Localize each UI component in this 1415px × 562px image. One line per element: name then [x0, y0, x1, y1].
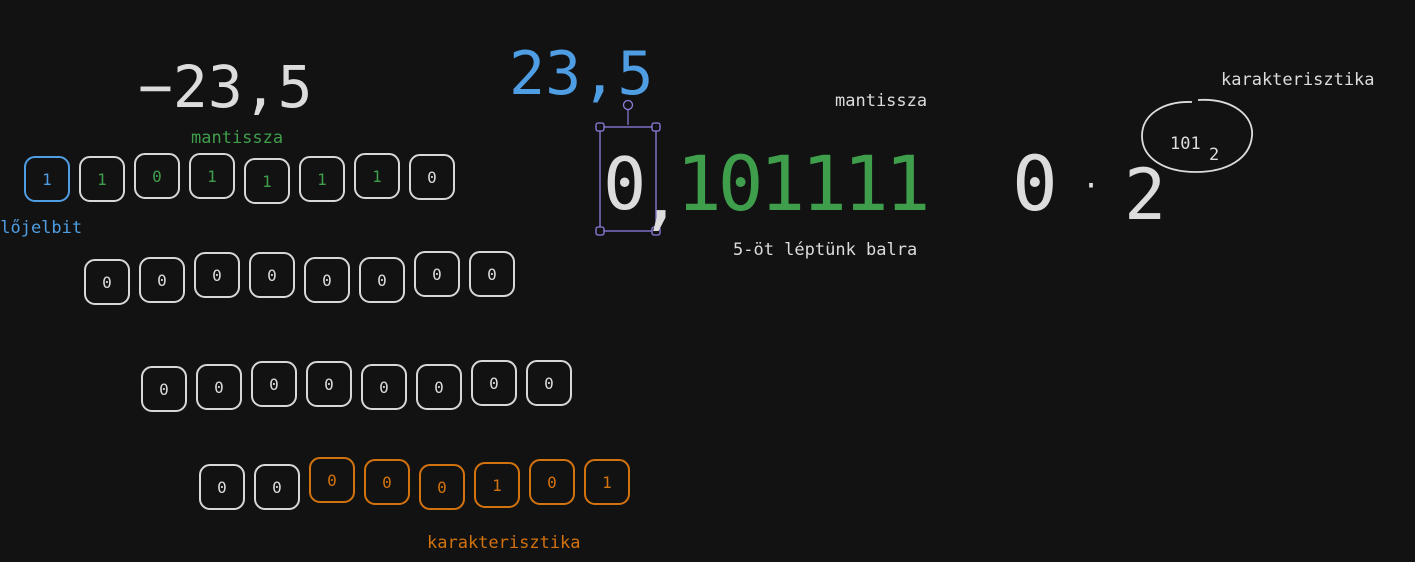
bit-box: 0	[194, 252, 240, 298]
bit-box: 1	[24, 156, 70, 202]
exponent-subscript: 2	[1209, 145, 1220, 165]
comma: ,	[639, 154, 683, 238]
integer-part: 0	[603, 142, 647, 226]
trailing-digit: 0	[1012, 139, 1058, 228]
bit-box: 0	[359, 257, 405, 303]
bit-box: 1	[474, 462, 520, 508]
bit-box: 0	[306, 361, 352, 407]
selection-box[interactable]	[595, 98, 665, 236]
bit-box: 0	[416, 364, 462, 410]
mantissa-digits: 101111	[676, 139, 931, 228]
bit-box: 1	[299, 156, 345, 202]
bit-box: 0	[304, 257, 350, 303]
bit-box: 0	[526, 360, 572, 406]
negative-number-title: −23,5	[138, 53, 313, 121]
bit-box: 0	[251, 361, 297, 407]
exponent-ellipse	[1141, 99, 1253, 173]
exponent-label-right: karakterisztika	[1221, 70, 1375, 90]
bit-box: 0	[254, 464, 300, 510]
bit-box: 0	[409, 154, 455, 200]
exponent-value: 101	[1170, 134, 1201, 154]
bit-box: 0	[364, 459, 410, 505]
mantissa-label-left: mantissza	[191, 128, 284, 148]
bit-box: 0	[419, 464, 465, 510]
exponent-label-left: karakterisztika	[427, 533, 581, 553]
sign-bit-label: előjelbit	[0, 218, 83, 238]
base-two: 2	[1124, 154, 1167, 236]
bit-box: 0	[529, 459, 575, 505]
bit-box: 0	[134, 153, 180, 199]
mantissa-label-right: mantissza	[835, 91, 928, 111]
bit-box: 0	[249, 252, 295, 298]
bit-box: 0	[361, 364, 407, 410]
bit-box: 1	[354, 153, 400, 199]
bit-box: 1	[584, 459, 630, 505]
bit-box: 1	[79, 156, 125, 202]
bit-box: 0	[196, 364, 242, 410]
bit-box: 0	[141, 366, 187, 412]
multiply-dot: ·	[1082, 169, 1101, 204]
bit-box: 1	[189, 153, 235, 199]
bit-box: 0	[84, 259, 130, 305]
bit-box: 0	[309, 457, 355, 503]
bit-box: 0	[199, 464, 245, 510]
positive-number-title: 23,5	[509, 39, 654, 109]
bit-box: 0	[469, 251, 515, 297]
bit-box: 0	[139, 257, 185, 303]
bit-box: 0	[414, 251, 460, 297]
shift-note: 5-öt léptünk balra	[733, 240, 918, 260]
bit-box: 0	[471, 360, 517, 406]
bit-box: 1	[244, 158, 290, 204]
